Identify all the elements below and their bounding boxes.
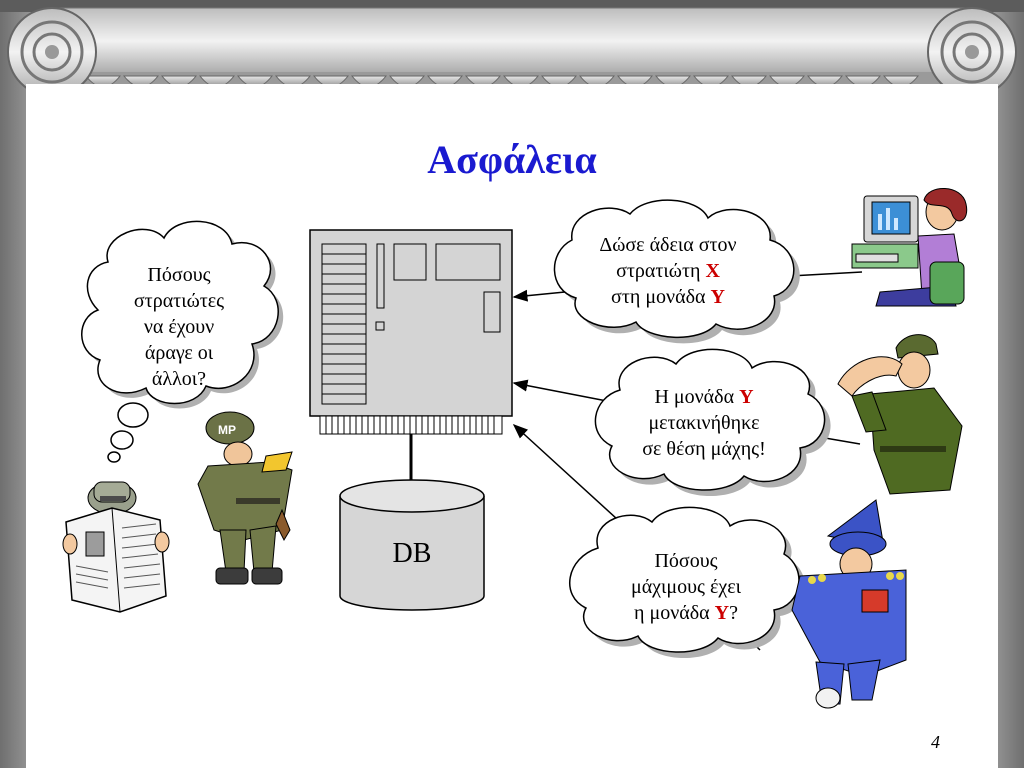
arrow-grant-leave [512,289,566,302]
thought-line-1: Πόσους [147,264,211,286]
grant-leave-text: Δώσε άδεια στον στρατιώτη X στη μονάδα Y [578,232,758,310]
database-cylinder [339,479,485,611]
ionic-capital-decoration [0,0,1024,97]
grant-leave-line-3: στη μονάδα Y [611,286,725,308]
how-many-line-2: μάχιμους έχει [630,576,742,598]
cloud-bubble-how-many [569,506,805,659]
how-many-text: Πόσους μάχιμους έχει η μονάδα Y? [596,548,776,626]
var-y: Y [739,386,754,408]
var-y: Y [710,286,725,308]
spy-reading-newspaper-illustration [62,481,170,613]
military-police-illustration: MP [197,411,293,585]
unit-moved-line-3: σε θέση μάχης! [642,438,766,460]
thought-bubble-text: Πόσους στρατιώτες να έχουν άραγε οι άλλο… [104,262,254,392]
unit-moved-line-1: Η μονάδα Y [654,386,754,408]
slide-title: Ασφάλεια [427,137,597,182]
var-x: X [705,260,720,282]
thought-bubble-left [81,220,284,463]
clerk-link-line [789,271,863,277]
page-number: 4 [931,732,940,752]
server-computer [309,229,513,435]
unit-moved-text: Η μονάδα Y μετακινήθηκε σε θέση μάχης! [614,384,794,462]
cloud-bubble-unit-moved [594,348,831,497]
thought-line-2: στρατιώτες [133,290,225,312]
mp-helmet-badge: MP [218,423,236,437]
saluting-soldier-illustration [837,334,963,495]
how-many-line-1: Πόσους [654,550,718,572]
left-volute [7,7,97,97]
arrow-unit-moved [512,379,613,403]
grant-leave-line-2: στρατιώτη X [616,260,720,282]
thought-line-3: να έχουν [143,316,215,338]
computer-operator-illustration [851,188,968,307]
cloud-bubble-grant-leave [553,199,800,344]
how-many-line-3: η μονάδα Y? [634,602,738,624]
unit-moved-line-2: μετακινήθηκε [648,412,760,434]
database-label: DB [392,538,432,569]
grant-leave-line-1: Δώσε άδεια στον [599,234,737,256]
var-y: Y [714,602,730,624]
thought-line-5: άλλοι? [151,368,207,390]
general-officer-illustration [791,499,907,709]
thought-line-4: άραγε οι [144,342,214,364]
